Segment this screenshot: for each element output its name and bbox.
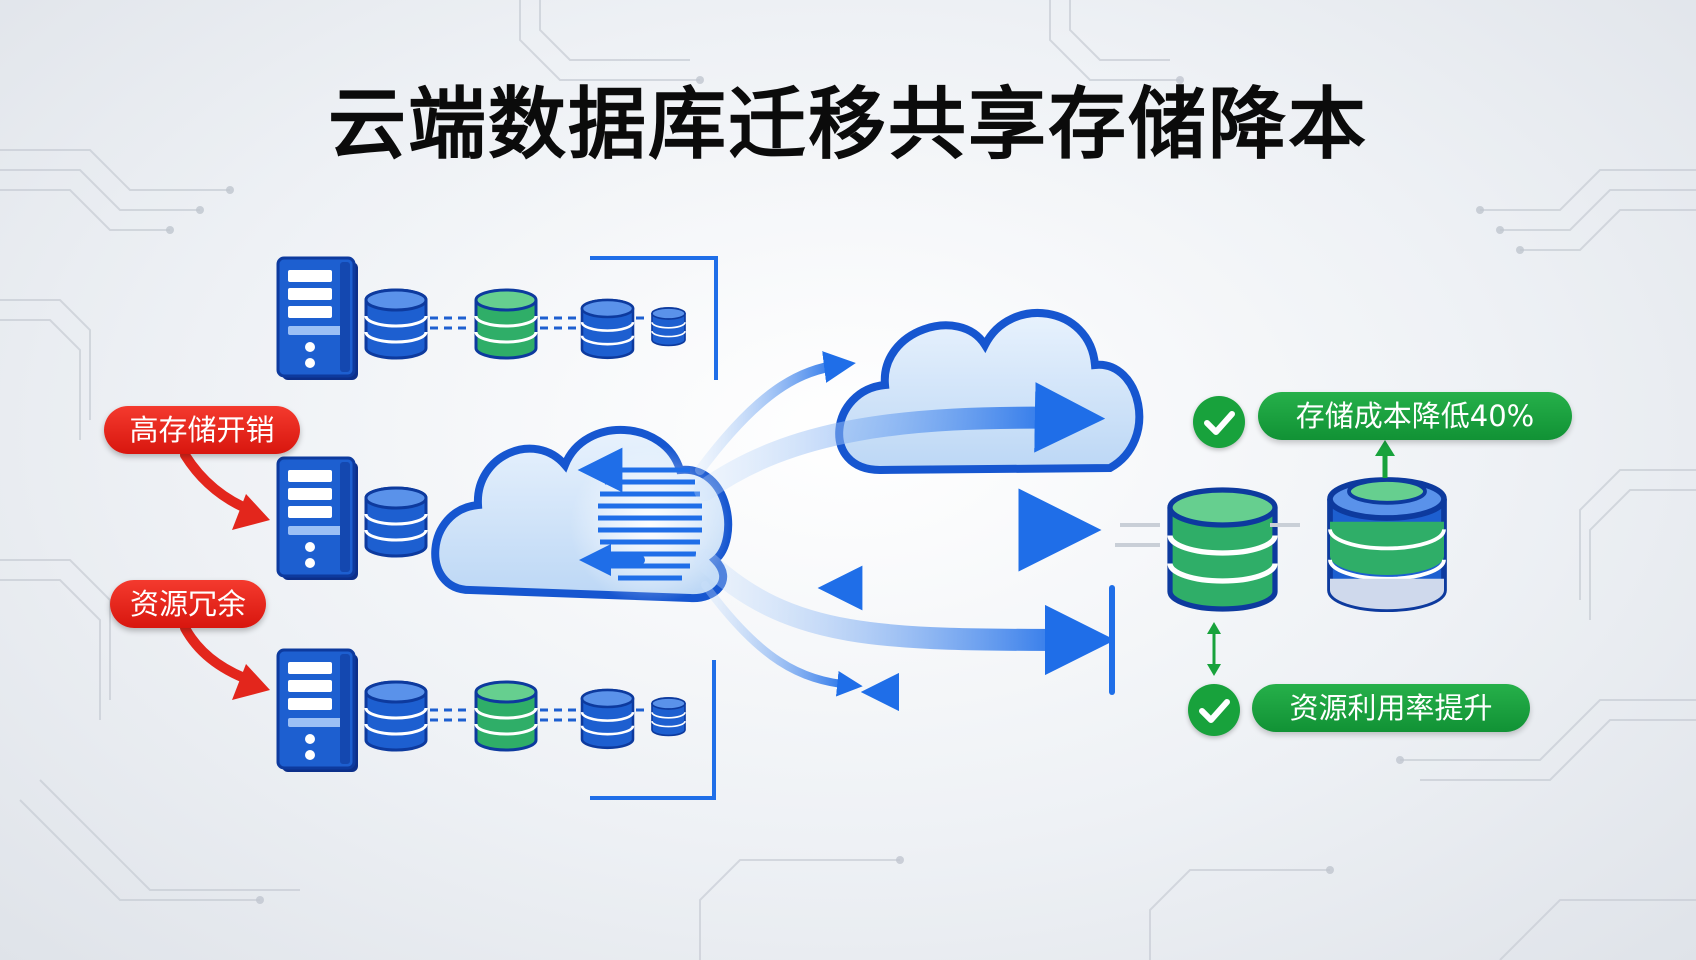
problem-arrowheads	[232, 494, 270, 700]
resource-utilization-badge: 资源利用率提升	[1252, 684, 1530, 732]
shared-storage-db	[1115, 490, 1300, 609]
connector-brackets	[590, 256, 718, 800]
optimized-db-stack	[1327, 440, 1447, 613]
high-storage-cost-badge: 高存储开销	[104, 406, 300, 454]
page-title: 云端数据库迁移共享存储降本	[327, 80, 1368, 170]
storage-cost-reduction-badge: 存储成本降低40%	[1258, 392, 1572, 440]
server-row-bottom	[276, 648, 686, 774]
server-row-top	[276, 256, 686, 382]
target-cloud	[835, 309, 1144, 475]
circuit-nodes	[166, 76, 1524, 904]
check-icon	[1193, 396, 1245, 448]
resource-redundancy-badge: 资源冗余	[110, 580, 266, 628]
problem-arrows	[180, 450, 260, 687]
return-arrows	[577, 447, 1119, 712]
server-row-middle	[276, 456, 428, 582]
utilization-arrow	[1207, 622, 1221, 676]
check-icon	[1188, 684, 1240, 736]
